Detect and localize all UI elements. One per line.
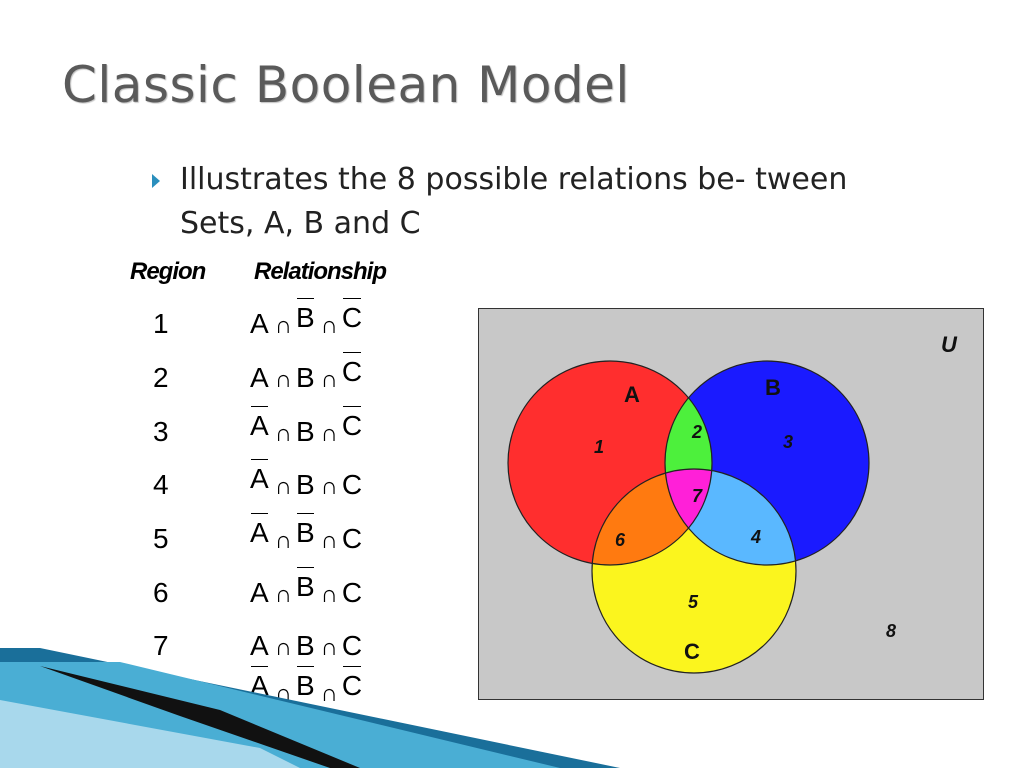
- region-header: Region: [130, 258, 206, 285]
- decorative-stripe: [0, 648, 620, 768]
- complement-set-term: C: [341, 352, 363, 387]
- region-5-label: 5: [688, 592, 699, 612]
- bullet-arrow-icon: [152, 174, 160, 188]
- set-term: A: [250, 362, 269, 393]
- intersection-symbol: ∩: [320, 634, 338, 661]
- set-b-outline: [664, 360, 870, 566]
- region-7-label: 7: [692, 486, 703, 506]
- complement-set-term: B: [295, 567, 315, 602]
- region-number: 2: [153, 362, 169, 393]
- complement-set-term: C: [341, 406, 363, 441]
- intersection-symbol: ∩: [320, 420, 338, 447]
- set-term: C: [341, 523, 363, 554]
- complement-set-term: B: [295, 666, 315, 701]
- region-number: 1: [153, 308, 169, 339]
- set-term: B: [295, 630, 315, 661]
- intersection-symbol: ∩: [274, 366, 292, 393]
- region-number: 7: [153, 630, 169, 661]
- relationship-expression: A∩B∩C: [250, 298, 362, 340]
- complement-set-term: B: [295, 298, 315, 333]
- complement-set-term: A: [250, 459, 269, 494]
- intersection-symbol: ∩: [274, 420, 292, 447]
- region-number: 5: [153, 523, 169, 554]
- region-1-label: 1: [594, 437, 604, 457]
- set-term: C: [341, 577, 363, 608]
- intersection-symbol: ∩: [320, 581, 338, 608]
- region-number: 3: [153, 416, 169, 447]
- venn-diagram: U A B C 1 2 3 4 5 6 7 8: [478, 308, 984, 700]
- set-term: B: [295, 469, 315, 500]
- set-term: A: [250, 630, 269, 661]
- intersection-symbol: ∩: [320, 527, 338, 554]
- slide-title: Classic Boolean Model: [62, 56, 630, 114]
- intersection-symbol: ∩: [320, 312, 338, 339]
- set-c-label: C: [684, 639, 700, 664]
- relationship-expression: A∩B∩C: [250, 406, 362, 448]
- set-term: C: [341, 469, 363, 500]
- region-number: 6: [153, 577, 169, 608]
- stripe-light: [0, 700, 300, 768]
- b-and-c-region: [665, 469, 796, 565]
- region-2-label: 2: [691, 422, 702, 442]
- relationship-expression: A∩B∩C: [250, 459, 363, 501]
- set-a-outline: [507, 360, 713, 566]
- intersection-symbol: ∩: [320, 366, 338, 393]
- complement-set-term: A: [250, 406, 269, 441]
- region-6-label: 6: [615, 530, 626, 550]
- set-term: B: [295, 416, 315, 447]
- intersection-symbol: ∩: [274, 473, 292, 500]
- intersection-symbol: ∩: [274, 634, 292, 661]
- set-term: C: [341, 630, 363, 661]
- set-term: A: [250, 308, 269, 339]
- intersection-symbol: ∩: [274, 312, 292, 339]
- set-a-label: A: [624, 382, 640, 407]
- relationship-expression: A∩B∩C: [250, 352, 362, 394]
- region-8-label: 8: [886, 621, 896, 641]
- set-b-label: B: [765, 375, 781, 400]
- complement-set-term: A: [250, 513, 269, 548]
- intersection-symbol: ∩: [274, 581, 292, 608]
- complement-set-term: C: [341, 666, 363, 701]
- universe-label: U: [941, 332, 958, 357]
- set-term: B: [295, 362, 315, 393]
- relationship-expression: A∩B∩C: [250, 513, 363, 555]
- stripe-black: [40, 666, 360, 768]
- region-number: 4: [153, 469, 169, 500]
- intersection-symbol: ∩: [320, 473, 338, 500]
- region-4-label: 4: [750, 527, 761, 547]
- bullet-text: Illustrates the 8 possible relations be-…: [180, 162, 848, 241]
- intersection-symbol: ∩: [274, 527, 292, 554]
- region-3-label: 3: [783, 432, 793, 452]
- relationship-header: Relationship: [254, 258, 387, 285]
- set-term: A: [250, 577, 269, 608]
- complement-set-term: C: [341, 298, 363, 333]
- intersection-symbol: ∩: [320, 680, 338, 707]
- complement-set-term: B: [295, 513, 315, 548]
- relationship-expression: A∩B∩C: [250, 567, 363, 609]
- relationship-expression: A∩B∩C: [250, 630, 362, 662]
- set-c-outline: [591, 468, 797, 674]
- a-and-c-region: [592, 469, 712, 565]
